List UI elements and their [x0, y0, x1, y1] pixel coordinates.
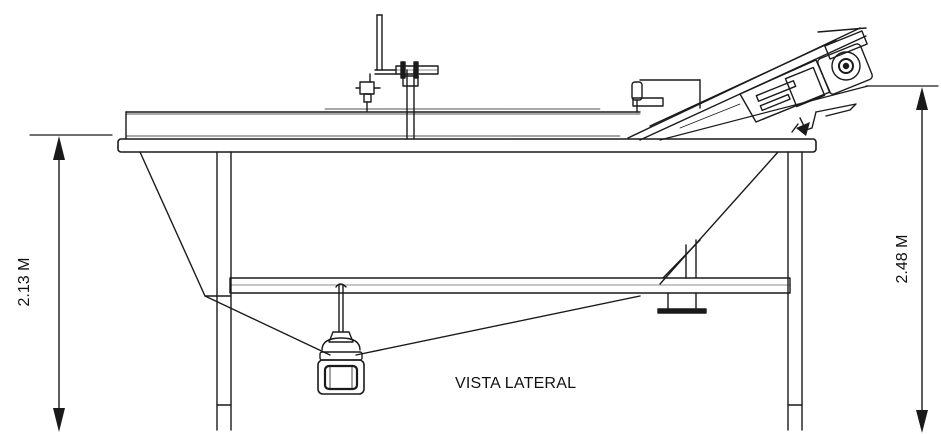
right-height-label: 2.48 M	[894, 234, 911, 284]
inclined-conveyor	[627, 27, 873, 141]
left-dimension-line	[29, 134, 113, 432]
arrow-up-icon	[53, 136, 65, 160]
gate-valve	[317, 283, 365, 395]
arrow-down-icon	[916, 410, 928, 433]
arrow-up-icon	[916, 87, 928, 110]
right-dimension-line	[865, 85, 939, 433]
left-height-label: 2.13 M	[16, 257, 33, 307]
drain-foot-plate	[657, 239, 707, 314]
view-caption: VISTA LATERAL	[455, 375, 577, 392]
arrow-down-icon	[53, 408, 65, 432]
support-legs	[216, 151, 803, 431]
spray-mast	[355, 14, 439, 140]
tank-body	[117, 108, 817, 356]
